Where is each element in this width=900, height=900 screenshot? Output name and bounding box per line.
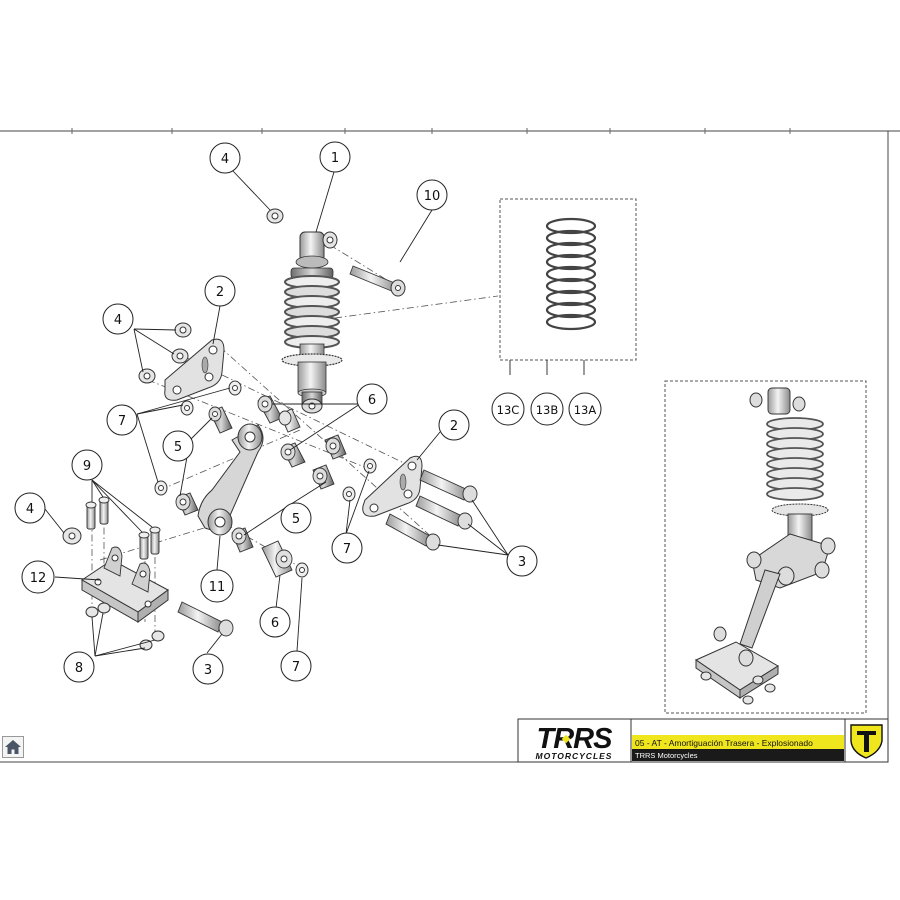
callout-6-bottom: 6: [259, 606, 291, 638]
callout-6-top: 6: [356, 383, 388, 415]
drawing-title: 05 - AT - Amortiguación Trasera - Explos…: [635, 738, 813, 748]
svg-text:13B: 13B: [536, 403, 559, 417]
svg-text:10: 10: [424, 189, 441, 204]
callout-8: 8: [63, 651, 95, 683]
callout-3-right: 3: [506, 545, 538, 577]
svg-text:13C: 13C: [497, 403, 520, 417]
spring-detail-box: [499, 198, 637, 361]
callout-9: 9: [71, 449, 103, 481]
callout-4-top: 4: [209, 142, 241, 174]
nuts-4: [62, 208, 284, 545]
shock-absorber: [281, 231, 343, 414]
sheet-frame: [0, 128, 900, 763]
callout-5-left: 5: [162, 430, 194, 462]
svg-text:3: 3: [518, 555, 526, 570]
svg-text:11: 11: [209, 580, 226, 595]
callout-10: 10: [416, 179, 448, 211]
home-button[interactable]: [2, 736, 24, 758]
spring-13: [545, 217, 597, 331]
mount-bracket-12: [81, 546, 169, 623]
svg-text:2: 2: [450, 419, 458, 434]
svg-text:7: 7: [118, 414, 126, 429]
leader-lines: [44, 169, 585, 657]
washers-7: [154, 380, 377, 578]
svg-text:2: 2: [216, 285, 224, 300]
svg-text:9: 9: [83, 459, 91, 474]
callout-11: 11: [200, 569, 234, 603]
callout-12: 12: [21, 560, 55, 594]
callout-13c: 13C: [491, 392, 525, 426]
link-plate-right: [362, 455, 423, 517]
callout-5-right: 5: [280, 502, 312, 534]
svg-text:13A: 13A: [574, 403, 597, 417]
svg-text:6: 6: [368, 393, 376, 408]
svg-text:6: 6: [271, 616, 279, 631]
svg-text:12: 12: [30, 571, 47, 586]
svg-text:8: 8: [75, 661, 83, 676]
bolts-3: [177, 469, 478, 637]
trrs-emblem-icon: [850, 724, 883, 759]
callout-4-bottom: 4: [14, 492, 46, 524]
connecting-link-11: [197, 423, 264, 536]
callout-1: 1: [319, 141, 351, 173]
bolt-10: [349, 265, 406, 297]
svg-text:TRRS: TRRS: [537, 723, 614, 755]
callout-7-right: 7: [331, 532, 363, 564]
svg-text:4: 4: [221, 152, 229, 167]
assembled-view: [694, 387, 836, 705]
callout-2-left: 2: [204, 275, 236, 307]
svg-text:1: 1: [331, 151, 339, 166]
callout-4-left: 4: [102, 303, 134, 335]
assembled-view-box: [664, 380, 867, 714]
callout-2-right: 2: [438, 409, 470, 441]
svg-text:MOTORCYCLES: MOTORCYCLES: [536, 751, 613, 761]
svg-text:5: 5: [174, 440, 182, 455]
nuts-8: [85, 602, 165, 651]
svg-text:7: 7: [292, 660, 300, 675]
callout-13b: 13B: [530, 392, 564, 426]
svg-text:4: 4: [114, 313, 122, 328]
link-plate-left: [164, 338, 225, 401]
svg-text:3: 3: [204, 663, 212, 678]
callout-7-bottom: 7: [280, 650, 312, 682]
screws-9: [85, 496, 161, 560]
bushings-5-6: [175, 395, 347, 578]
title-block: TRRS MOTORCYCLES 05 - AT - Amortiguación…: [517, 718, 889, 763]
home-icon: [5, 740, 21, 754]
callout-7-left: 7: [106, 404, 138, 436]
svg-text:4: 4: [26, 502, 34, 517]
svg-text:5: 5: [292, 512, 300, 527]
svg-text:7: 7: [343, 542, 351, 557]
callout-3-bottom: 3: [192, 653, 224, 685]
trrs-logo: TRRS MOTORCYCLES: [536, 723, 615, 761]
callout-13a: 13A: [568, 392, 602, 426]
company-name: TRRS Motorcycles: [635, 751, 698, 760]
